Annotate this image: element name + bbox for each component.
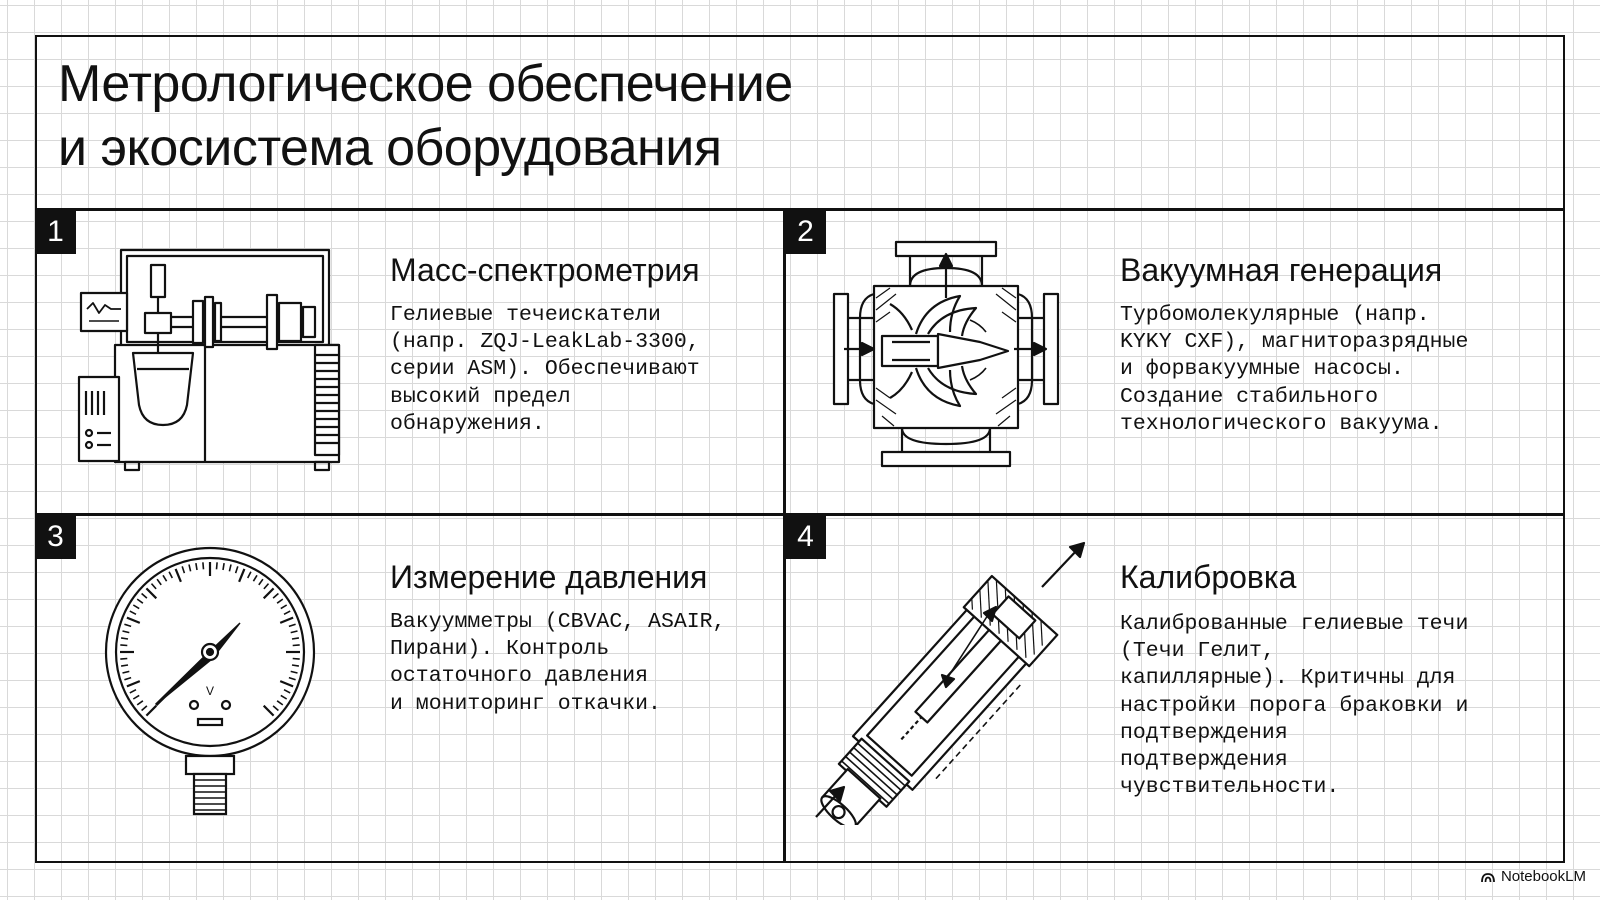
cell-description: Гелиевые течеискатели (напр. ZQJ-LeakLab…: [390, 303, 700, 436]
cell-title: Калибровка: [1120, 559, 1297, 595]
brand-label: NotebookLM: [1500, 868, 1586, 885]
gauge-tick: [132, 694, 140, 700]
gauge-tick: [246, 571, 252, 579]
gauge-unit-label: V: [206, 684, 214, 698]
gauge-tick: [276, 598, 284, 604]
gauge-tick: [136, 700, 144, 706]
gauge-tick: [129, 610, 137, 616]
title-line-2: и экосистема оборудования: [58, 119, 722, 177]
gauge-tick: [215, 562, 218, 570]
gauge-tick: [141, 592, 148, 599]
notebooklm-brand: NotebookLM: [1480, 868, 1586, 885]
gauge-tick: [279, 616, 294, 624]
outer-frame: [35, 35, 1565, 863]
row-divider: [35, 513, 1565, 516]
gauge-tick: [126, 680, 141, 688]
calibrated-leak-icon: [815, 541, 1086, 825]
cell-number-badge: 1: [35, 210, 76, 254]
cell-number-badge: 2: [785, 210, 826, 254]
gauge-tick: [291, 637, 300, 640]
gauge-tick: [181, 566, 186, 574]
cell-title: Вакуумная генерация: [1120, 252, 1443, 288]
gauge-tick: [132, 604, 140, 610]
gauge-tick: [195, 562, 198, 571]
gauge-tick: [292, 644, 300, 647]
page-title: Метрологическое обеспечение и экосистема…: [58, 52, 793, 180]
gauge-tick: [124, 623, 132, 628]
cell-title: Масс-спектрометрия: [390, 252, 700, 288]
gauge-tick: [288, 676, 296, 681]
pressure-gauge-icon: V: [104, 546, 316, 816]
gauge-tick: [124, 676, 132, 681]
gauge-tick: [283, 688, 291, 694]
gauge-tick: [276, 700, 284, 706]
gauge-tick: [288, 623, 296, 628]
gauge-tick: [202, 562, 205, 570]
gauge-tick: [228, 564, 232, 572]
gauge-tick: [162, 574, 168, 582]
gauge-tick: [222, 562, 225, 571]
gauge-tick: [252, 574, 258, 582]
gauge-tick: [290, 630, 298, 634]
gauge-tick: [272, 705, 279, 712]
gauge-tick: [174, 568, 182, 583]
gauge-tick: [279, 680, 294, 688]
gauge-tick: [188, 564, 192, 572]
gauge-tick: [120, 657, 128, 660]
cell-description: Турбомолекулярные (напр. KYKY CXF), магн…: [1120, 303, 1469, 436]
cell-title: Измерение давления: [390, 559, 708, 595]
cell-description: Калиброванные гелиевые течи (Течи Гелит,…: [1120, 612, 1469, 800]
gauge-tick: [291, 664, 300, 667]
gauge-tick: [280, 604, 288, 610]
gauge-tick: [141, 705, 148, 712]
gauge-tick: [145, 704, 158, 717]
cell-description: Вакуумметры (CBVAC, ASAIR, Пирани). Конт…: [390, 610, 726, 716]
gauge-tick: [120, 644, 128, 647]
gauge-tick: [238, 568, 246, 583]
column-divider: [783, 208, 786, 863]
gauge-tick: [168, 571, 174, 579]
gauge-tick: [122, 670, 130, 674]
cell-number-badge: 3: [35, 515, 76, 559]
gauge-tick: [145, 587, 158, 600]
gauge-tick: [272, 592, 279, 599]
gauge-tick: [120, 637, 129, 640]
gauge-tick: [290, 670, 298, 674]
gauge-tick: [280, 694, 288, 700]
gauge-tick: [262, 587, 275, 600]
header-divider: [35, 208, 1565, 211]
gauge-tick: [156, 578, 162, 586]
title-line-1: Метрологическое обеспечение: [58, 55, 793, 113]
gauge-tick: [122, 630, 130, 634]
gauge-tick: [283, 610, 291, 616]
gauge-tick: [129, 688, 137, 694]
gauge-tick: [234, 566, 239, 574]
gauge-tick: [292, 657, 300, 660]
cell-number-badge: 4: [785, 515, 826, 559]
gauge-tick: [258, 578, 264, 586]
gauge-tick: [126, 616, 141, 624]
mass-spectrometer-icon: [77, 248, 341, 472]
gauge-tick: [263, 583, 270, 590]
gauge-tick: [136, 598, 144, 604]
notebooklm-logo-icon: [1481, 872, 1495, 882]
gauge-tick: [262, 704, 275, 717]
gauge-tick: [120, 664, 129, 667]
gauge-tick: [150, 583, 157, 590]
vacuum-pump-icon: [832, 240, 1060, 468]
